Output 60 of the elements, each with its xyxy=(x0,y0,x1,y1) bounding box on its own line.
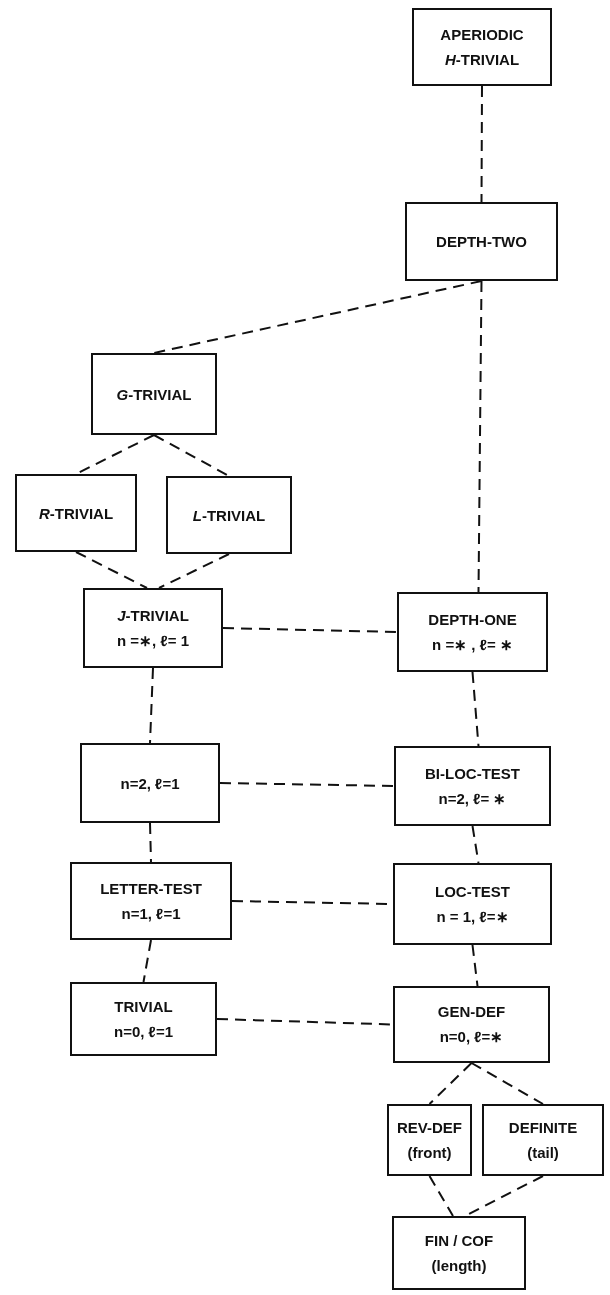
lattice-box xyxy=(482,1104,604,1176)
dashed-line xyxy=(75,551,148,589)
box-label: n=2, ℓ=1 xyxy=(120,774,180,792)
box-label: APERIODIC xyxy=(440,26,524,43)
dashed-line xyxy=(153,434,230,477)
lattice-box xyxy=(397,592,548,672)
box-label: LOC-TEST xyxy=(435,882,510,900)
box-label: n =∗ , ℓ= ∗ xyxy=(432,635,513,654)
box-label: G-TRIVIAL xyxy=(116,385,192,403)
box-label: BI-LOC-TEST xyxy=(425,764,520,782)
dashed-line xyxy=(222,627,398,633)
box-label: n =∗, ℓ= 1 xyxy=(117,631,189,650)
lattice-box xyxy=(392,1216,526,1290)
lattice-box xyxy=(394,746,551,826)
lattice-box xyxy=(166,476,292,554)
lattice-box xyxy=(405,202,558,281)
box-label: (front) xyxy=(407,1144,452,1161)
box-label: REV-DEF xyxy=(397,1119,462,1136)
lattice-box xyxy=(412,8,552,86)
box-label: DEPTH-TWO xyxy=(436,233,527,250)
lattice-box xyxy=(80,743,220,823)
dashed-line xyxy=(149,822,152,863)
box-label: J-TRIVIAL xyxy=(117,606,189,624)
dashed-line xyxy=(477,280,483,593)
lattice-box xyxy=(15,474,137,552)
dashed-line xyxy=(480,85,483,203)
box-label: R-TRIVIAL xyxy=(38,504,114,522)
box-label: n=0, ℓ=∗ xyxy=(439,1028,504,1046)
box-label: n = 1, ℓ=∗ xyxy=(436,907,509,926)
lattice-box xyxy=(393,863,552,945)
lattice-box xyxy=(387,1104,472,1176)
dashed-line xyxy=(428,1062,473,1105)
box-label: GEN-DEF xyxy=(437,1003,506,1020)
box-label: n=1, ℓ=1 xyxy=(121,905,181,922)
dashed-line xyxy=(471,825,480,864)
box-label: n=0, ℓ=1 xyxy=(113,1023,173,1040)
box-label: DEPTH-ONE xyxy=(428,610,517,628)
box-label: DEFINITE xyxy=(508,1119,578,1136)
box-label: (tail) xyxy=(527,1144,559,1161)
dashed-line xyxy=(142,939,152,983)
box-label: L-TRIVIAL xyxy=(192,506,266,524)
lattice-box xyxy=(83,588,223,668)
dashed-line xyxy=(153,280,483,354)
box-label: TRIVIAL xyxy=(114,998,173,1015)
dashed-line xyxy=(428,1175,454,1217)
lattice-box xyxy=(393,986,550,1063)
dashed-line xyxy=(219,782,395,787)
lattice-box xyxy=(91,353,217,435)
dashed-line xyxy=(470,1062,544,1105)
dashed-line xyxy=(471,671,480,747)
lattice-box xyxy=(70,982,217,1056)
lattice-box xyxy=(70,862,232,940)
box-label: FIN / COF xyxy=(424,1232,494,1249)
dashed-line xyxy=(471,944,479,987)
dashed-line xyxy=(149,667,154,744)
box-label: n=2, ℓ= ∗ xyxy=(438,789,507,808)
dashed-line xyxy=(158,553,230,589)
box-label: (length) xyxy=(431,1257,487,1274)
box-label: LETTER-TEST xyxy=(100,880,202,897)
box-label: H-TRIVIAL xyxy=(444,51,520,68)
